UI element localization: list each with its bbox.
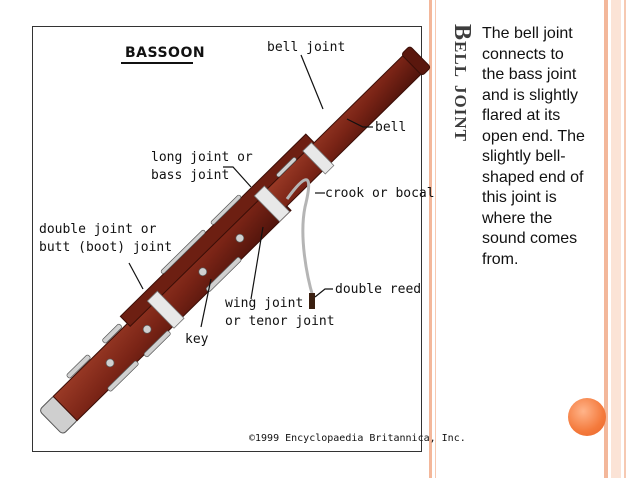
left-accent-stripe xyxy=(429,0,432,478)
key-work xyxy=(66,157,297,392)
label-bell: bell xyxy=(375,120,406,135)
diagram-title: BASSOON xyxy=(125,45,205,61)
slide-title: Bell joint xyxy=(429,24,475,184)
right-accent-stripe-light xyxy=(611,0,621,478)
bassoon-illustration: BASSOON xyxy=(39,40,466,444)
label-long-joint-1: long joint or xyxy=(151,150,253,165)
bell-end xyxy=(402,46,431,75)
label-crook: crook or bocal xyxy=(325,186,435,201)
label-bell-joint: bell joint xyxy=(267,40,345,55)
slide-body-text: The bell joint connects to the bass join… xyxy=(482,25,585,268)
ring-2 xyxy=(253,185,291,223)
label-double-reed: double reed xyxy=(335,282,421,297)
left-accent-stripe-thin xyxy=(435,0,436,478)
label-double-joint-2: butt (boot) joint xyxy=(39,240,172,255)
label-wing-joint-1: wing joint xyxy=(225,296,303,311)
label-key: key xyxy=(185,332,209,347)
label-long-joint-2: bass joint xyxy=(151,168,229,183)
ring-1 xyxy=(146,290,185,329)
long-joint xyxy=(119,133,317,328)
double-reed xyxy=(309,293,315,309)
right-accent-stripe xyxy=(604,0,608,478)
label-double-joint-1: double joint or xyxy=(39,222,157,237)
leader-lines xyxy=(128,54,373,328)
orange-circle-decoration xyxy=(568,398,606,436)
slide-title-text: Bell joint xyxy=(449,24,475,142)
bassoon-body xyxy=(40,46,431,434)
bassoon-diagram: BASSOON xyxy=(32,26,466,452)
ring-3 xyxy=(302,142,335,175)
copyright-text: ©1999 Encyclopaedia Britannica, Inc. xyxy=(249,433,466,444)
label-wing-joint-2: or tenor joint xyxy=(225,314,335,329)
right-accent-stripe-edge xyxy=(624,0,626,478)
crook xyxy=(285,178,315,298)
